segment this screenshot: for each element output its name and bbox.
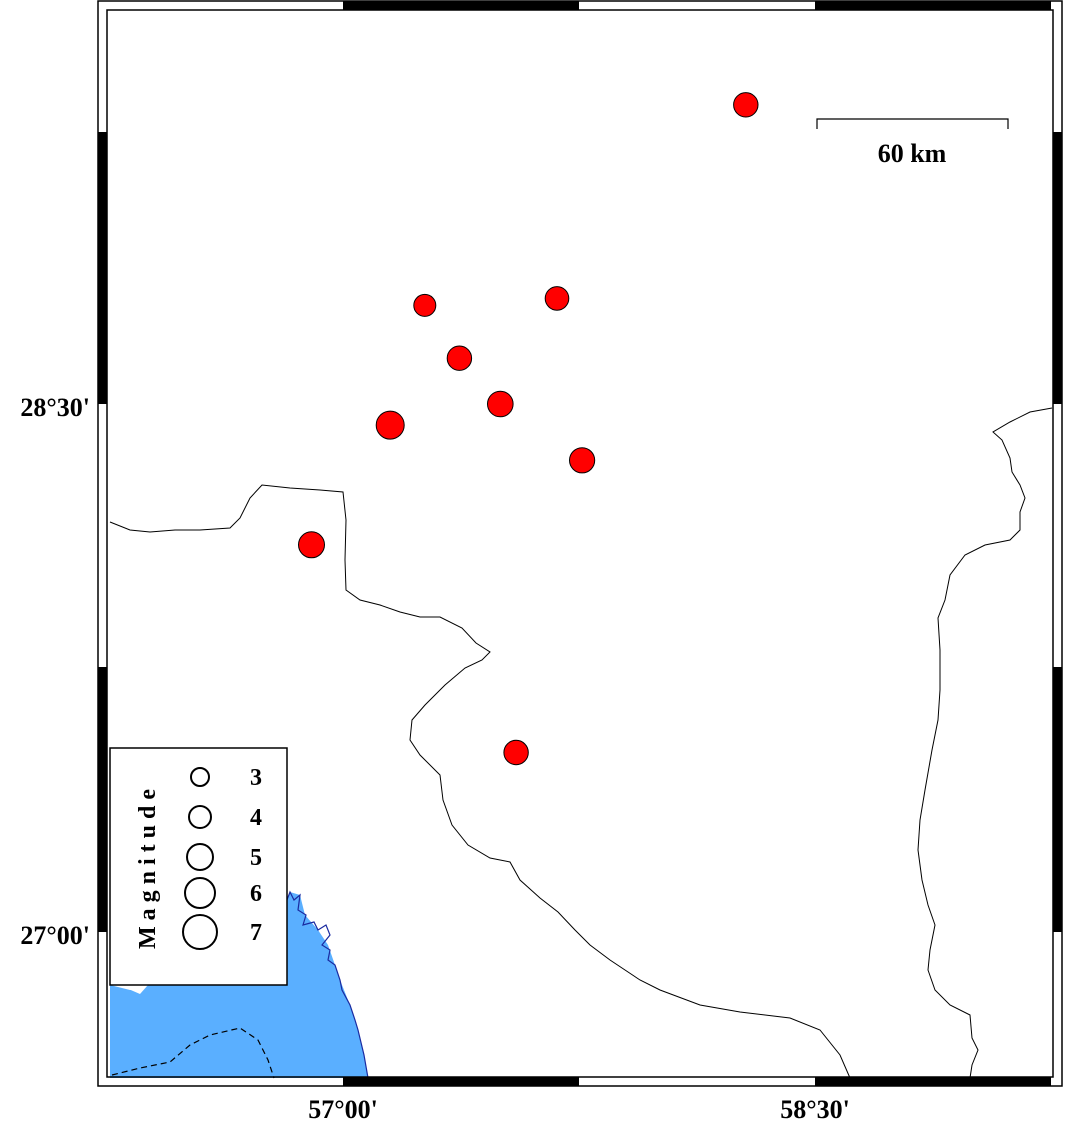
legend-symbol-5: [186, 843, 214, 871]
event-marker-1: [733, 92, 759, 118]
scale-bar-label: 60 km: [878, 139, 947, 168]
event-marker-2: [413, 293, 437, 317]
lon-label-right: 58°30': [780, 1095, 850, 1124]
boundary-east: [917, 407, 1053, 1079]
event-marker-9: [503, 739, 529, 766]
earthquake-events: [298, 92, 759, 766]
boundary-west: [109, 484, 851, 1079]
event-marker-5: [487, 390, 514, 418]
legend-symbol-7: [182, 914, 218, 950]
legend-box: [109, 747, 288, 986]
event-marker-4: [446, 345, 473, 371]
legend-symbol-6: [184, 877, 216, 909]
frame-bar-bottom-2: [815, 1077, 1051, 1086]
lon-label-left: 57°00': [308, 1095, 378, 1124]
frame-bar-left-1: [98, 132, 107, 404]
magnitude-legend: Magnitude 3 4 5 6 7: [109, 747, 288, 986]
event-marker-7: [569, 447, 596, 474]
legend-entries: 3 4 5 6 7: [182, 765, 262, 950]
legend-label-6: 6: [250, 881, 262, 907]
frame-bar-bottom-1: [343, 1077, 579, 1086]
legend-label-5: 5: [250, 845, 262, 871]
legend-label-3: 3: [250, 765, 262, 791]
frame-bar-top-1: [343, 1, 579, 10]
event-marker-3: [544, 286, 570, 311]
bathymetry-contour: [111, 1027, 275, 1079]
scale-bar-line: [816, 118, 1009, 129]
lat-label-bottom: 27°00': [20, 921, 90, 950]
frame-bar-right-2: [1053, 667, 1062, 932]
legend-label-4: 4: [250, 805, 262, 831]
map-frame-outer: [97, 0, 1063, 1087]
frame-bar-right-1: [1053, 132, 1062, 404]
map-frame-inner: [106, 9, 1054, 1078]
frame-bar-top-2: [815, 1, 1051, 10]
coastline: [261, 890, 369, 1079]
event-marker-8: [298, 531, 325, 559]
legend-title: Magnitude: [135, 783, 161, 949]
legend-symbol-4: [188, 805, 212, 829]
scale-bar: 60 km: [816, 118, 1009, 168]
frame-bar-left-2: [98, 667, 107, 932]
lat-label-top: 28°30': [20, 393, 90, 422]
event-marker-6: [375, 410, 405, 440]
legend-label-7: 7: [250, 920, 262, 946]
legend-symbol-3: [190, 767, 210, 787]
